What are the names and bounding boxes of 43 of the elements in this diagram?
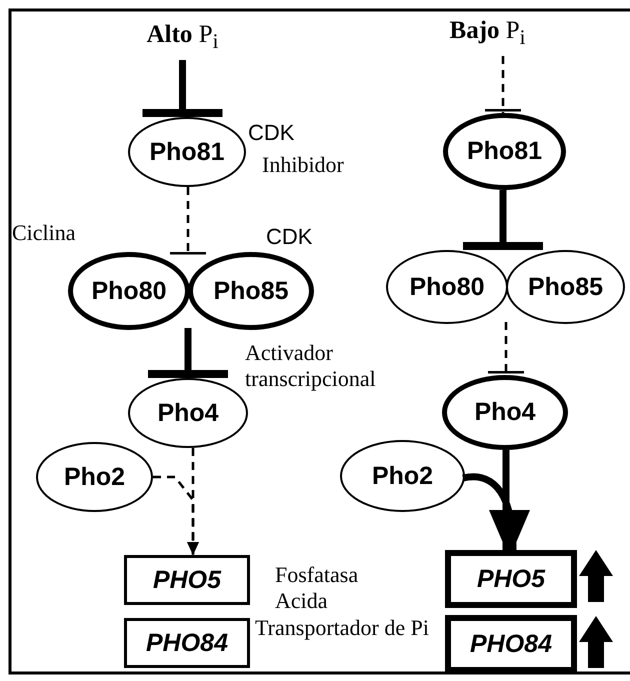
arrow bbox=[153, 476, 199, 555]
protein-ellipse bbox=[443, 113, 566, 190]
cyclin-label: Ciclina bbox=[12, 220, 77, 246]
gene-box bbox=[124, 618, 250, 668]
protein-ellipse bbox=[506, 250, 625, 324]
protein-ellipse bbox=[442, 375, 568, 450]
inhibition-line bbox=[142, 60, 222, 117]
protein-name: Pho4 bbox=[474, 398, 536, 427]
inhibition-line bbox=[488, 322, 524, 375]
protein-ellipse bbox=[128, 117, 246, 187]
gene-box bbox=[124, 555, 250, 605]
protein-ellipse bbox=[36, 442, 153, 512]
gene-name: PHO5 bbox=[152, 566, 222, 594]
inhibition-line bbox=[170, 187, 206, 256]
cdk-label: CDK bbox=[248, 120, 296, 146]
phosphatase-label: Fosfatasa Acida bbox=[275, 562, 360, 614]
protein-name: Pho80 bbox=[409, 272, 485, 302]
heading-text: Alto P$_{i}$ bbox=[146, 20, 218, 54]
gene-box bbox=[445, 615, 577, 673]
cdk-label: CDK bbox=[266, 224, 314, 250]
protein-name: Pho85 bbox=[213, 276, 289, 306]
gene-box bbox=[445, 550, 577, 608]
heading-text: Bajo P$_{i}$ bbox=[450, 16, 526, 50]
protein-name: Pho80 bbox=[91, 276, 167, 306]
gene-name: PHO84 bbox=[470, 630, 552, 658]
inhibition-line bbox=[485, 56, 521, 113]
gene-name: PHO5 bbox=[476, 564, 546, 594]
inhibition-line bbox=[148, 328, 228, 378]
protein-name: Pho85 bbox=[528, 272, 604, 302]
inhibitor-label: Inhibidor bbox=[262, 152, 345, 178]
inhibition-line bbox=[463, 190, 543, 250]
protein-name: Pho81 bbox=[149, 138, 225, 166]
protein-name: Pho2 bbox=[64, 462, 126, 492]
protein-name: Pho4 bbox=[157, 398, 219, 428]
protein-name: Pho81 bbox=[466, 137, 542, 166]
protein-ellipse bbox=[68, 252, 190, 330]
gene-name: PHO84 bbox=[146, 628, 228, 658]
protein-ellipse bbox=[188, 252, 314, 330]
protein-ellipse bbox=[340, 440, 465, 512]
protein-name: Pho2 bbox=[372, 462, 434, 490]
transporter-label: Transportador de Pi bbox=[255, 615, 430, 641]
activator-label: Activador transcripcional bbox=[245, 340, 377, 392]
protein-ellipse bbox=[386, 250, 508, 324]
